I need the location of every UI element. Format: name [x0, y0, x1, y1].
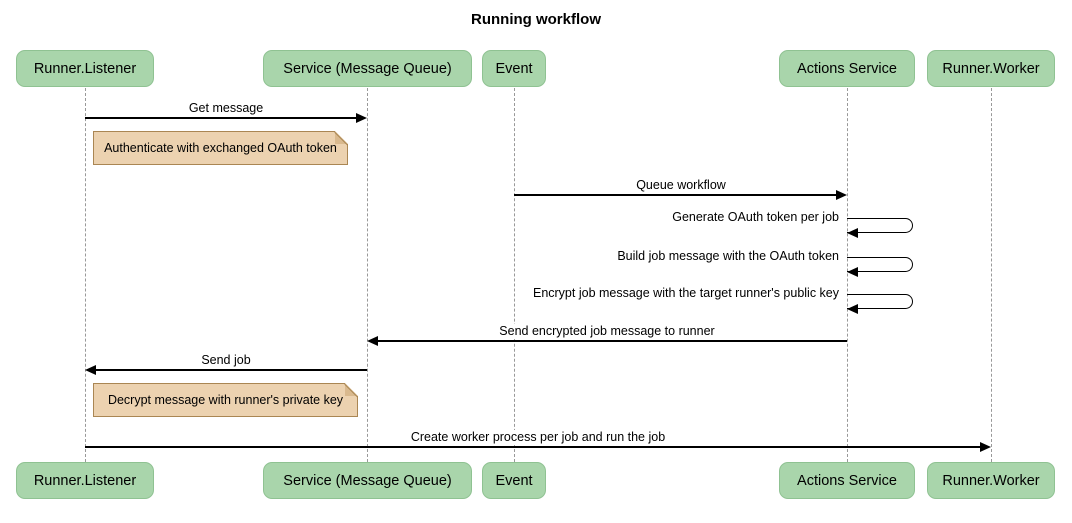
generate-oauth-label: Generate OAuth token per job	[668, 210, 843, 225]
create-worker-line	[85, 446, 980, 448]
create-worker-label: Create worker process per job and run th…	[406, 430, 670, 445]
send-encrypted-line	[377, 340, 847, 342]
actor-bottom-runner-worker: Runner.Worker	[927, 462, 1055, 499]
send-job-label: Send job	[197, 353, 255, 368]
self-loop	[847, 294, 913, 309]
actor-label: Event	[495, 60, 533, 77]
queue-workflow-line	[514, 194, 838, 196]
arrowhead-left-icon	[85, 365, 96, 375]
build-job-message-label: Build job message with the OAuth token	[613, 249, 843, 264]
actor-top-runner-listener: Runner.Listener	[16, 50, 154, 87]
actor-label: Runner.Worker	[942, 472, 1040, 489]
lifeline-event	[514, 88, 515, 462]
queue-workflow-label: Queue workflow	[632, 178, 730, 193]
get-message-label: Get message	[184, 101, 268, 116]
note-label: Decrypt message with runner's private ke…	[107, 393, 344, 407]
lifeline-service-mq	[367, 88, 368, 462]
actor-top-event: Event	[482, 50, 546, 87]
actor-label: Actions Service	[797, 60, 897, 77]
arrowhead-left-icon	[847, 267, 858, 277]
note-decrypt: Decrypt message with runner's private ke…	[93, 383, 358, 417]
actor-label: Runner.Listener	[33, 472, 137, 489]
note-label: Authenticate with exchanged OAuth token	[104, 141, 337, 155]
actor-label: Service (Message Queue)	[283, 60, 452, 77]
self-loop	[847, 218, 913, 233]
actor-bottom-service-mq: Service (Message Queue)	[263, 462, 472, 499]
send-encrypted-label: Send encrypted job message to runner	[495, 324, 719, 339]
actor-label: Runner.Listener	[33, 60, 137, 77]
actor-top-actions-service: Actions Service	[779, 50, 915, 87]
diagram-title: Running workflow	[471, 11, 601, 28]
self-loop	[847, 257, 913, 272]
actor-label: Runner.Worker	[942, 60, 1040, 77]
arrowhead-right-icon	[356, 113, 367, 123]
get-message-line	[85, 117, 358, 119]
actor-bottom-runner-listener: Runner.Listener	[16, 462, 154, 499]
arrowhead-right-icon	[836, 190, 847, 200]
actor-bottom-actions-service: Actions Service	[779, 462, 915, 499]
arrowhead-left-icon	[847, 228, 858, 238]
actor-label: Event	[495, 472, 533, 489]
send-job-line	[95, 369, 367, 371]
encrypt-job-message-label: Encrypt job message with the target runn…	[528, 286, 843, 301]
arrowhead-left-icon	[847, 304, 858, 314]
arrowhead-left-icon	[367, 336, 378, 346]
lifeline-runner-worker	[991, 88, 992, 462]
actor-bottom-event: Event	[482, 462, 546, 499]
actor-label: Actions Service	[797, 472, 897, 489]
arrowhead-right-icon	[980, 442, 991, 452]
note-authenticate: Authenticate with exchanged OAuth token	[93, 131, 348, 165]
actor-top-runner-worker: Runner.Worker	[927, 50, 1055, 87]
actor-label: Service (Message Queue)	[283, 472, 452, 489]
lifeline-runner-listener	[85, 88, 86, 462]
actor-top-service-mq: Service (Message Queue)	[263, 50, 472, 87]
